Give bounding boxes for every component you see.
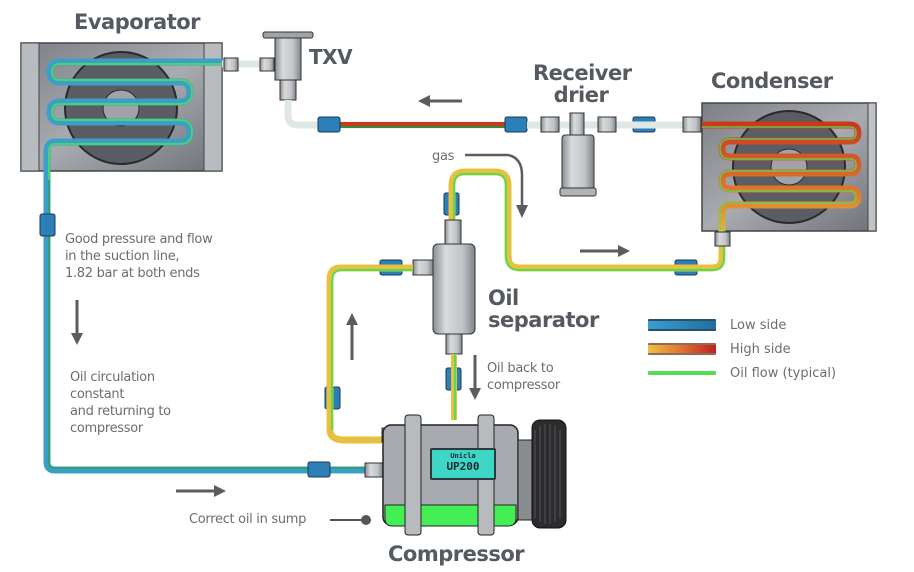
condenser-unit bbox=[701, 102, 877, 240]
compressor-badge: Unicla UP200 bbox=[430, 448, 496, 480]
condenser-title: Condenser bbox=[711, 69, 833, 93]
evaporator-unit bbox=[20, 42, 223, 180]
legend-label: Oil flow (typical) bbox=[730, 365, 837, 381]
legend-item-low-side: Low side bbox=[648, 313, 836, 337]
low-side-swatch bbox=[648, 319, 716, 331]
oil-separator-title-line1: Oil bbox=[488, 286, 519, 310]
receiver-drier-title: Receiver drier bbox=[533, 61, 632, 107]
high-side-swatch bbox=[648, 343, 716, 355]
receiver-drier-unit bbox=[527, 112, 705, 197]
legend-label: Low side bbox=[730, 317, 787, 333]
oil-separator-title-line2: separator bbox=[488, 308, 599, 332]
evaporator-title: Evaporator bbox=[74, 10, 201, 34]
oil-circulation-annotation: Oil circulation constant and returning t… bbox=[70, 370, 171, 436]
legend-item-high-side: High side bbox=[648, 337, 836, 361]
legend-item-oil-flow: Oil flow (typical) bbox=[648, 361, 836, 385]
oil-separator-title: Oil separator bbox=[488, 287, 599, 331]
oil-back-annotation: Oil back to compressor bbox=[487, 361, 560, 393]
suction-line bbox=[43, 180, 375, 474]
receiver-drier-title-line1: Receiver bbox=[533, 61, 632, 85]
txv-title: TXV bbox=[309, 45, 353, 69]
legend-label: High side bbox=[730, 341, 791, 357]
sump-annotation: Correct oil in sump bbox=[189, 512, 307, 527]
txv-valve bbox=[262, 31, 314, 101]
discharge-line bbox=[448, 168, 726, 272]
oil-flow-swatch bbox=[648, 371, 716, 375]
oil-separator-unit bbox=[412, 219, 476, 355]
compressor-brand: Unicla bbox=[450, 452, 476, 460]
flow-arrows bbox=[71, 95, 630, 497]
compressor-discharge-line bbox=[326, 264, 413, 444]
condenser-coil bbox=[702, 121, 862, 240]
compressor-model: UP200 bbox=[446, 460, 480, 473]
compressor-title: Compressor bbox=[388, 542, 525, 566]
gas-annotation: gas bbox=[432, 149, 455, 164]
evaporator-coil bbox=[43, 58, 222, 180]
receiver-drier-title-line2: drier bbox=[553, 83, 609, 107]
legend: Low side High side Oil flow (typical) bbox=[648, 313, 836, 385]
suction-line-annotation: Good pressure and flow in the suction li… bbox=[65, 232, 213, 281]
pulley-icon bbox=[531, 419, 567, 529]
